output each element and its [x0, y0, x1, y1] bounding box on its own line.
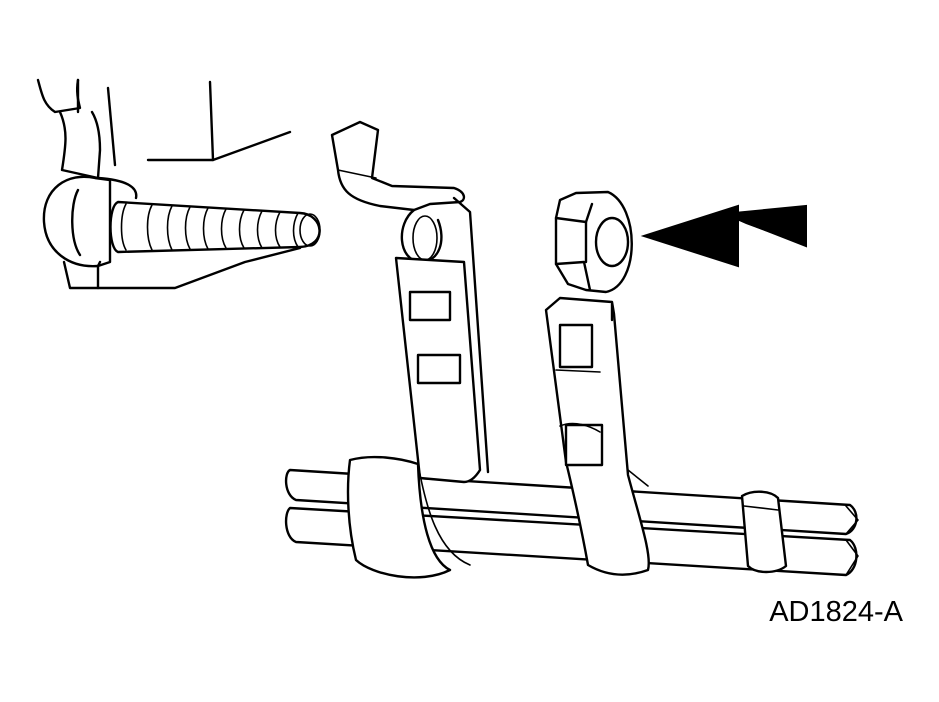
- tubes: [284, 468, 859, 577]
- hex-nut: [554, 190, 633, 294]
- tube-clip-bracket: [330, 120, 490, 579]
- threaded-stud: [109, 200, 321, 254]
- figure-caption: AD1824-A: [769, 596, 903, 628]
- mounting-bracket: [36, 78, 302, 290]
- tube-clip-right: [544, 296, 650, 576]
- installation-arrow-icon: [640, 204, 807, 268]
- tube-retainer-clip: [740, 490, 788, 574]
